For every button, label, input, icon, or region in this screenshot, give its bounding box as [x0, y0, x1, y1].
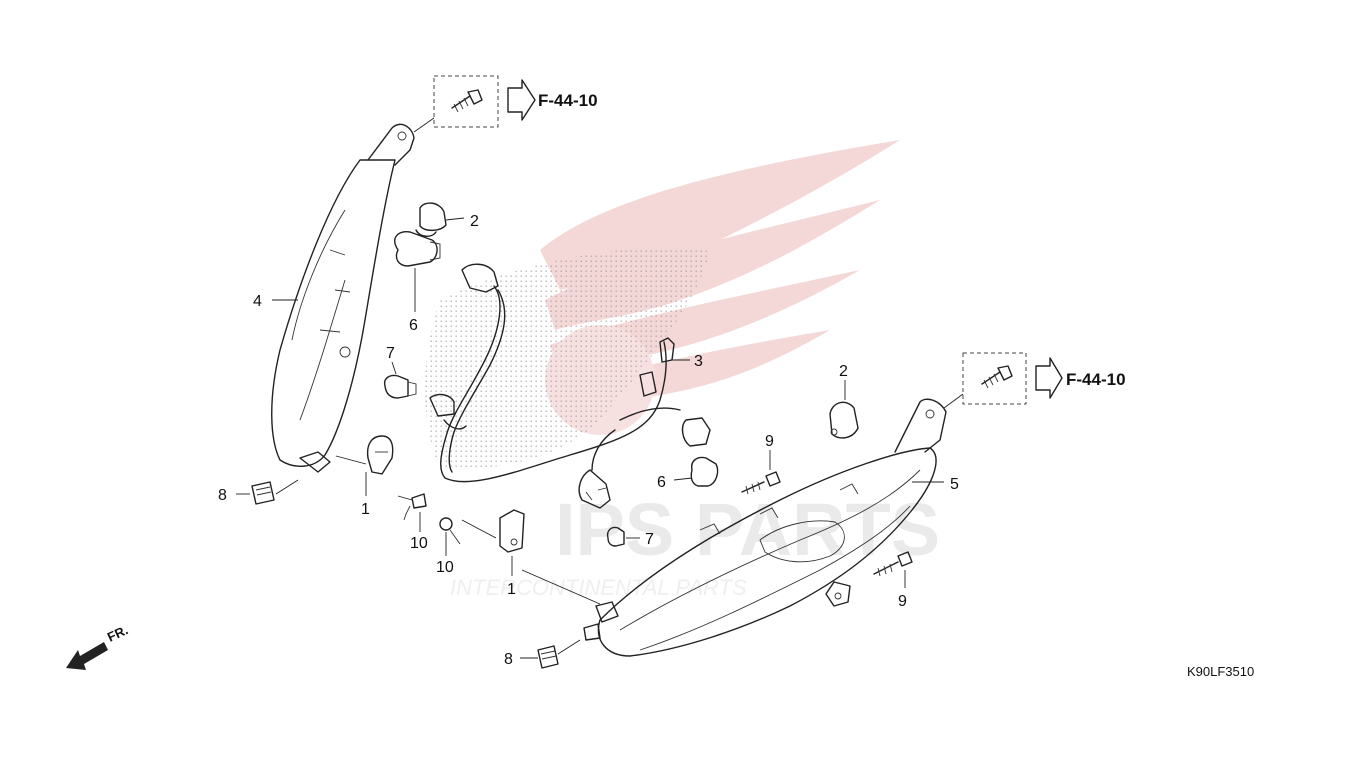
- front-marker-label: FR.: [105, 622, 130, 644]
- callout-4: 4: [253, 293, 262, 310]
- callout-8-left: 8: [218, 487, 227, 504]
- right-bulb: [673, 456, 719, 487]
- right-small-bulb: [606, 526, 640, 547]
- screw-9-upper: [741, 450, 781, 495]
- right-top-screw: [943, 352, 1027, 409]
- wire-harness: [429, 263, 711, 509]
- callout-9-upper: 9: [765, 433, 774, 450]
- left-rubber-seal: [335, 435, 394, 496]
- right-socket-cover: [829, 380, 859, 439]
- screw-10-upper: [397, 493, 427, 532]
- callout-10-upper: 10: [410, 535, 428, 552]
- callout-7-right: 7: [645, 531, 654, 548]
- callout-8-right: 8: [504, 651, 513, 668]
- diagram-reference-code: K90LF3510: [1187, 664, 1254, 679]
- screw-9-lower: [873, 551, 913, 588]
- callout-7-left: 7: [386, 345, 395, 362]
- cross-ref-right-label: F-44-10: [1066, 370, 1126, 389]
- callout-9-lower: 9: [898, 593, 907, 610]
- left-small-bulb: [383, 361, 417, 399]
- callout-3: 3: [694, 353, 703, 370]
- left-grommet: [236, 479, 299, 505]
- right-winker-lens: [521, 398, 947, 657]
- left-winker-lens: [271, 123, 415, 473]
- callout-2-right: 2: [839, 363, 848, 380]
- cross-ref-top: F-44-10: [507, 79, 598, 121]
- left-top-screw: [413, 75, 499, 133]
- left-bulb: [394, 231, 441, 312]
- callout-2-left: 2: [470, 213, 479, 230]
- callout-5: 5: [950, 476, 959, 493]
- right-grommet: [520, 639, 581, 669]
- callout-6-left: 6: [409, 317, 418, 334]
- callout-labels: 1 1 2 2 3 4 5 6 6 7 7 8 8 9 9 10 10: [218, 213, 959, 668]
- callout-1-left: 1: [361, 501, 370, 518]
- left-socket-cover: [415, 202, 465, 237]
- stipple-shading: [425, 247, 710, 470]
- callout-6-right: 6: [657, 474, 666, 491]
- screw-10-lower: [439, 517, 497, 556]
- right-rubber-seal: [499, 509, 525, 576]
- callout-10-lower: 10: [436, 559, 454, 576]
- cross-ref-right: F-44-10: [1035, 357, 1126, 399]
- cross-ref-top-label: F-44-10: [538, 91, 598, 110]
- watermark-tagline: INTERCONTINENTAL PARTS: [450, 575, 747, 600]
- callout-1-right: 1: [507, 581, 516, 598]
- watermark-logo-text: IPS PARTS: [555, 488, 940, 571]
- front-direction-marker: FR.: [66, 622, 130, 670]
